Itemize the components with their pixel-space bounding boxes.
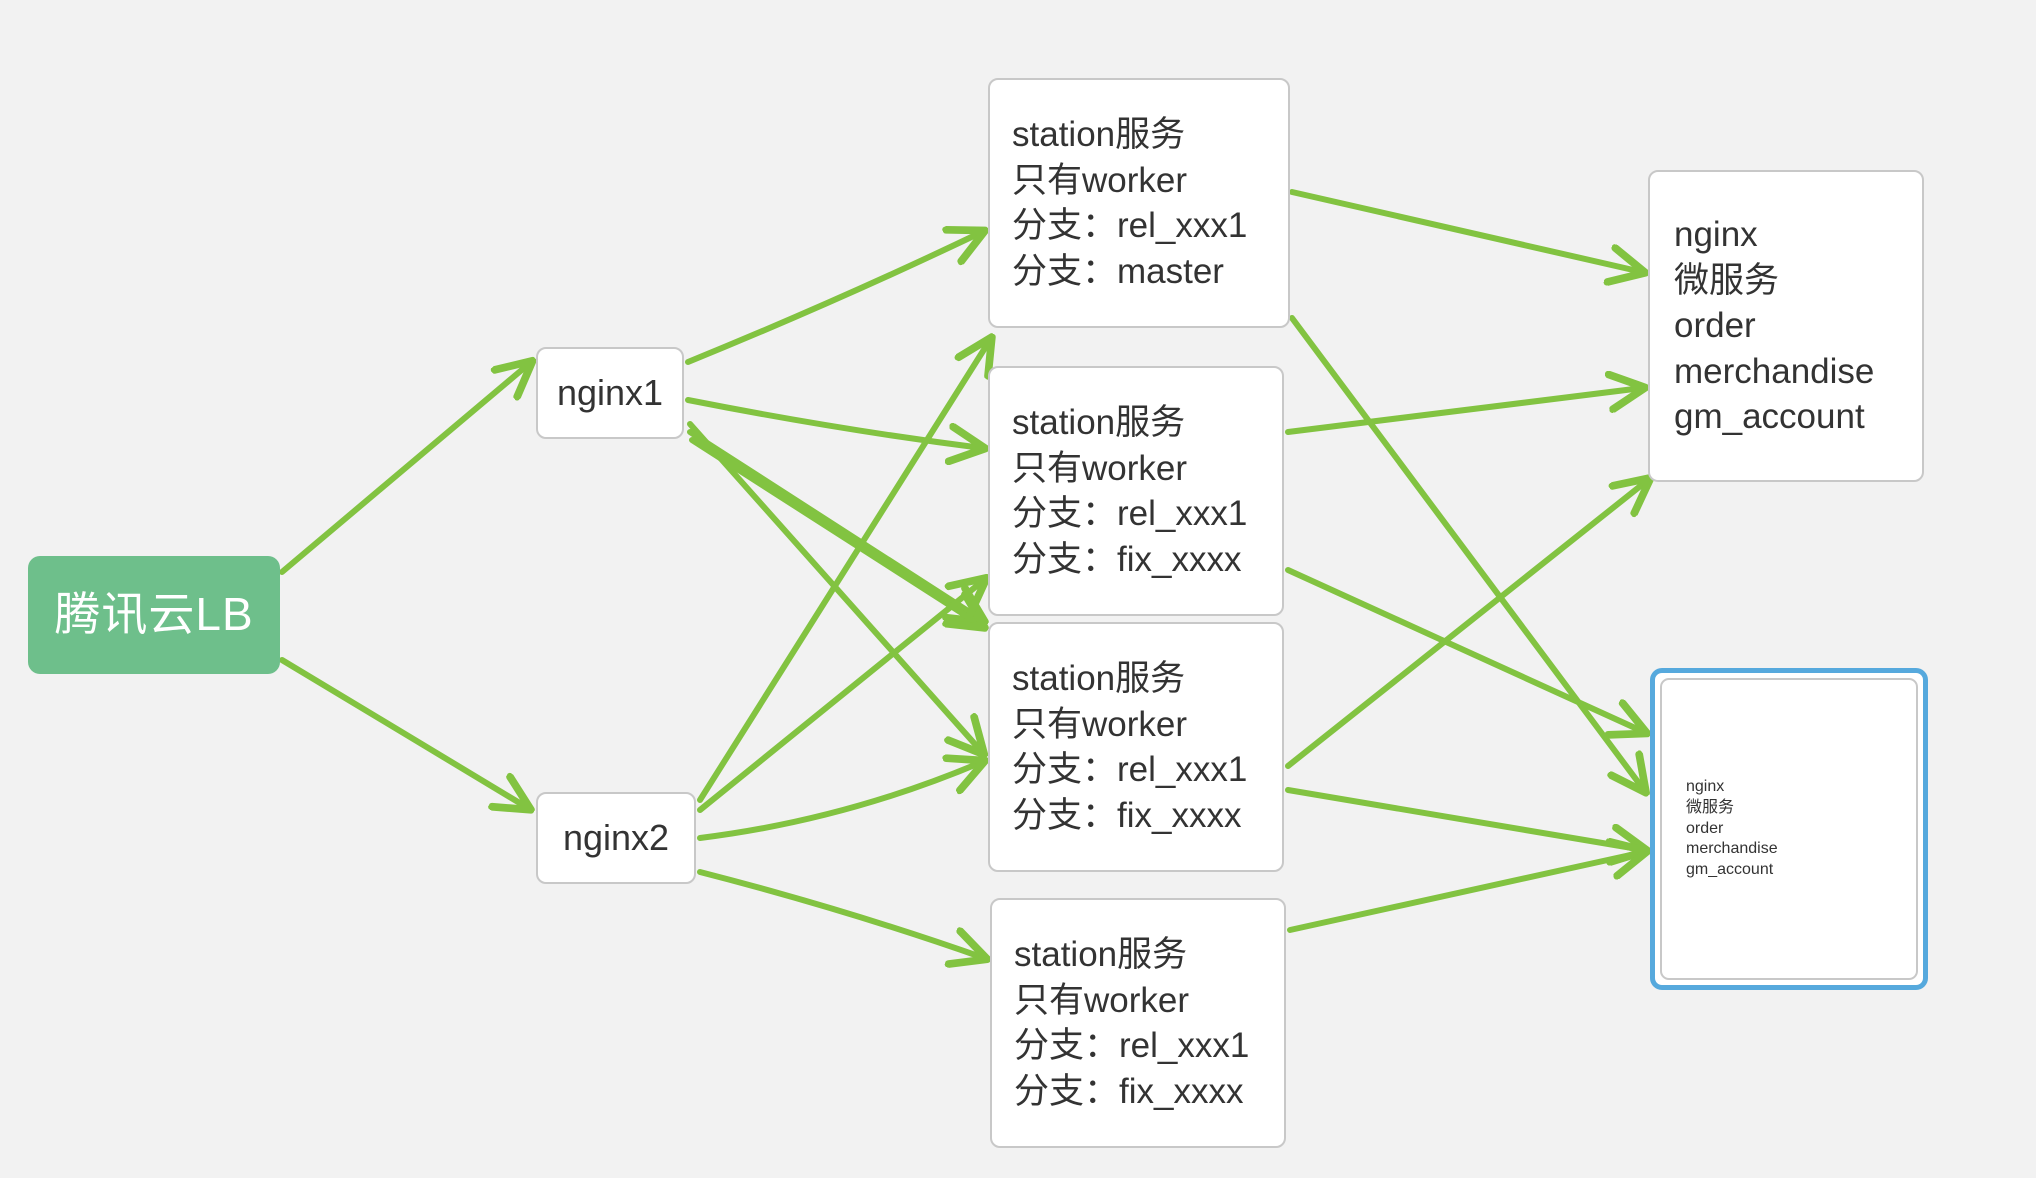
node-label-lb: 腾讯云LB xyxy=(54,588,254,641)
edge-lb-to-nginx2 xyxy=(279,657,528,808)
node-label-nginx2: nginx2 xyxy=(562,816,670,858)
edge-nginx2-to-station1 xyxy=(697,340,990,803)
backend-bottom-line-5: gm_account xyxy=(1686,861,1774,879)
edge-nginx2-to-station4 xyxy=(697,869,984,958)
edge-lb-to-nginx1 xyxy=(279,363,530,575)
node-nginx2[interactable]: nginx2 xyxy=(536,792,696,884)
edge-nginx1-to-station3b xyxy=(689,437,982,626)
station1-line-3: 分支：rel_xxx1 xyxy=(1012,206,1248,245)
station1-line-1: station服务 xyxy=(1012,115,1186,154)
station4-line-2: 只有worker xyxy=(1014,980,1190,1020)
node-station-service-2[interactable]: station服务 只有worker 分支：rel_xxx1 分支：fix_xx… xyxy=(988,366,1284,616)
node-station-service-4[interactable]: station服务 只有worker 分支：rel_xxx1 分支：fix_xx… xyxy=(990,898,1286,1148)
station3-line-1: station服务 xyxy=(1012,659,1186,698)
backend-top-line-3: order xyxy=(1674,306,1756,346)
node-station-service-3[interactable]: station服务 只有worker 分支：rel_xxx1 分支：fix_xx… xyxy=(988,622,1284,872)
edge-nginx2-to-station2 xyxy=(697,580,984,813)
node-backend-services-bottom-selected[interactable]: nginx 微服务 order merchandise gm_account xyxy=(1650,668,1928,990)
node-label-nginx1: nginx1 xyxy=(556,371,664,413)
station2-line-1: station服务 xyxy=(1012,403,1186,442)
backend-bottom-line-4: merchandise xyxy=(1686,840,1778,858)
station4-line-1: station服务 xyxy=(1014,935,1188,974)
node-station-service-1[interactable]: station服务 只有worker 分支：rel_xxx1 分支：master xyxy=(988,78,1290,328)
station4-line-4: 分支：fix_xxxx xyxy=(1014,1071,1244,1111)
station1-line-4: 分支：master xyxy=(1012,251,1224,291)
station3-line-3: 分支：rel_xxx1 xyxy=(1012,750,1248,789)
edge-station4-to-backend_bottom xyxy=(1287,852,1644,933)
edge-station1-to-backend_bottom xyxy=(1289,315,1644,790)
backend-top-line-5: gm_account xyxy=(1674,397,1865,437)
backend-bottom-line-3: order xyxy=(1686,819,1724,837)
edge-nginx1-to-station4 xyxy=(687,429,982,620)
station3-line-4: 分支：fix_xxxx xyxy=(1012,795,1242,835)
backend-top-line-2: 微服务 xyxy=(1674,260,1780,300)
backend-bottom-inner: nginx 微服务 order merchandise gm_account xyxy=(1660,678,1918,980)
edge-station3-to-backend_bottom xyxy=(1285,787,1644,850)
station2-line-3: 分支：rel_xxx1 xyxy=(1012,494,1248,533)
edge-station2-to-backend_top xyxy=(1285,388,1642,435)
edge-station1-to-backend_top xyxy=(1289,189,1642,272)
station3-line-2: 只有worker xyxy=(1012,704,1188,744)
station2-line-4: 分支：fix_xxxx xyxy=(1012,539,1242,579)
edge-station2-to-backend_bottom xyxy=(1285,567,1644,732)
station1-line-2: 只有worker xyxy=(1012,160,1188,200)
node-nginx1[interactable]: nginx1 xyxy=(536,347,684,439)
edge-station3-to-backend_top xyxy=(1285,480,1648,769)
station2-line-2: 只有worker xyxy=(1012,448,1188,488)
backend-bottom-line-2: 微服务 xyxy=(1686,798,1735,816)
backend-top-line-1: nginx xyxy=(1674,215,1758,255)
backend-bottom-line-1: nginx xyxy=(1686,778,1725,795)
edge-nginx2-to-station3 xyxy=(697,762,982,841)
node-backend-services-top[interactable]: nginx 微服务 order merchandise gm_account xyxy=(1648,170,1924,482)
edge-nginx1-to-station1 xyxy=(685,232,982,365)
station4-line-3: 分支：rel_xxx1 xyxy=(1014,1026,1250,1065)
backend-top-line-4: merchandise xyxy=(1674,351,1875,391)
edge-nginx1-to-station2 xyxy=(685,397,982,448)
node-tencent-cloud-lb[interactable]: 腾讯云LB xyxy=(28,556,280,674)
